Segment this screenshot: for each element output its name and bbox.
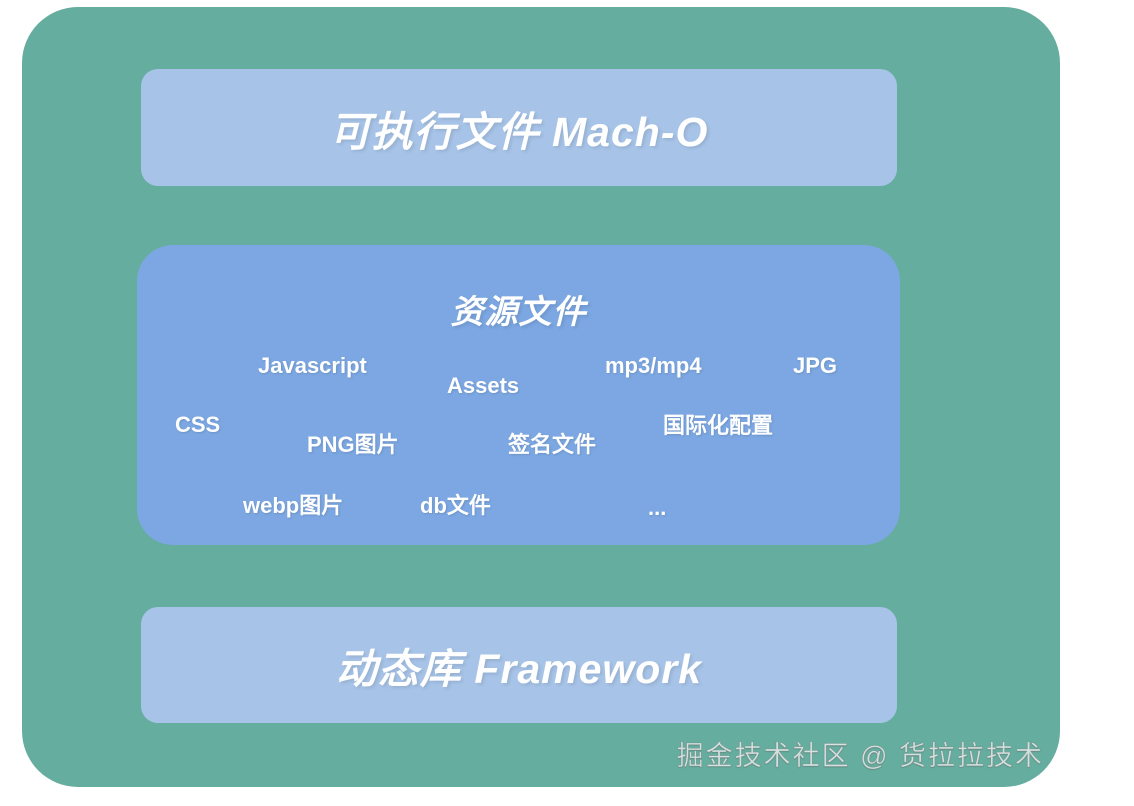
- resource-label: 国际化配置: [663, 413, 774, 438]
- resource-label: webp图片: [243, 493, 344, 518]
- watermark: 掘金技术社区 @ 货拉拉技术: [676, 741, 1044, 772]
- resource-label: PNG图片: [307, 432, 399, 457]
- resource-label: JPG: [793, 353, 838, 378]
- resource-label: mp3/mp4: [605, 353, 702, 378]
- resource-label: CSS: [175, 412, 221, 437]
- resource-label: db文件: [420, 493, 491, 518]
- framework-card-title: 动态库 Framework: [335, 646, 703, 692]
- resource-card-title: 资源文件: [450, 293, 587, 330]
- app-bundle-container: 可执行文件 Mach-O 资源文件 Javascript mp3/mp4 JPG As…: [22, 7, 1060, 787]
- resource-label: 签名文件: [508, 432, 597, 457]
- resource-label: Assets: [447, 373, 520, 398]
- executable-card: 可执行文件 Mach-O: [141, 69, 897, 186]
- resource-label: Javascript: [258, 353, 367, 378]
- resource-label: ...: [648, 495, 667, 520]
- framework-card: 动态库 Framework: [141, 607, 897, 723]
- executable-card-title: 可执行文件 Mach-O: [329, 108, 709, 155]
